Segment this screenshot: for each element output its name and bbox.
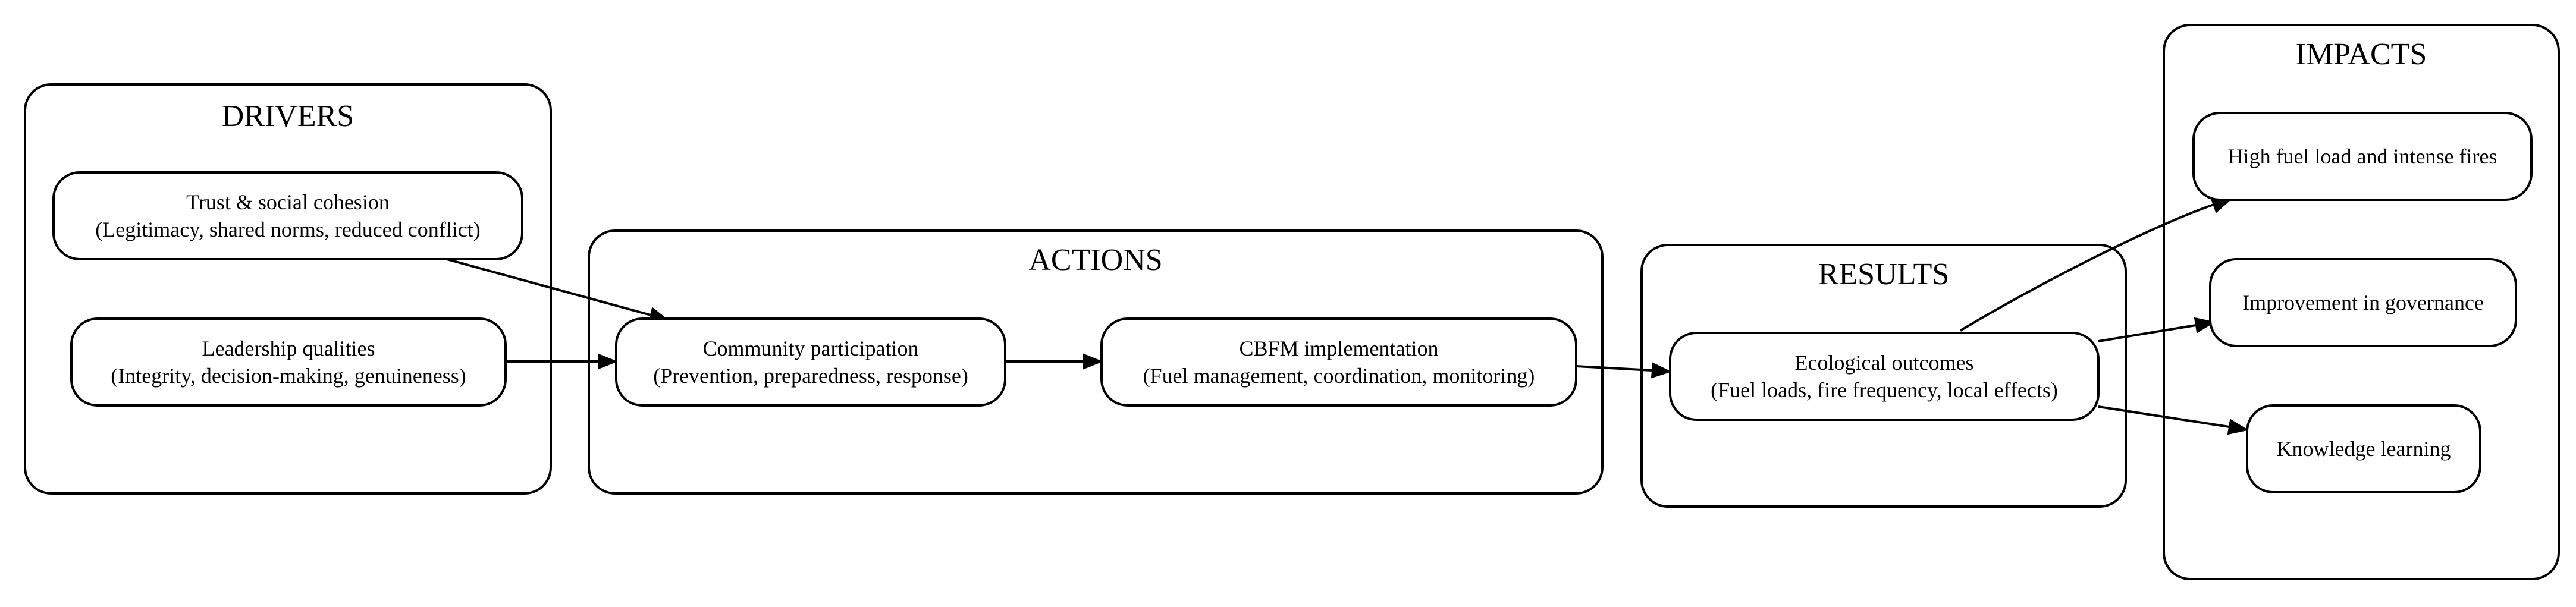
- edge-ecological-to-governance: [2098, 317, 2216, 342]
- cluster-impacts-title: IMPACTS: [2296, 37, 2427, 71]
- cluster-actions-title: ACTIONS: [1028, 243, 1162, 277]
- node-participation-subtitle: (Prevention, preparedness, response): [653, 364, 968, 388]
- node-governance-title: Improvement in governance: [2242, 291, 2484, 314]
- node-knowledge: Knowledge learning: [2246, 404, 2481, 493]
- edge-leadership-to-participation: [506, 353, 618, 370]
- node-ecological: Ecological outcomes (Fuel loads, fire fr…: [1669, 332, 2100, 421]
- node-governance: Improvement in governance: [2209, 258, 2517, 347]
- arrowhead: [1651, 362, 1672, 379]
- node-trust: Trust & social cohesion (Legitimacy, sha…: [52, 171, 523, 260]
- edge-participation-to-cbfm: [1005, 353, 1103, 370]
- node-fuel-load-box: [2192, 112, 2533, 201]
- node-fuel-load: High fuel load and intense fires: [2192, 112, 2533, 201]
- node-leadership: Leadership qualities (Integrity, decisio…: [70, 317, 507, 407]
- arrowhead: [598, 353, 618, 370]
- node-trust-box: [52, 171, 523, 260]
- edges: [442, 196, 2249, 435]
- node-cbfm-box: [1100, 317, 1577, 407]
- cluster-drivers: DRIVERS: [24, 83, 552, 495]
- cluster-drivers-title: DRIVERS: [222, 99, 354, 133]
- cluster-drivers-box: [24, 83, 552, 495]
- node-participation-title: Community participation: [703, 336, 919, 360]
- edge-cbfm-to-ecological: [1576, 362, 1672, 379]
- node-ecological-box: [1669, 332, 2100, 421]
- node-ecological-subtitle: (Fuel loads, fire frequency, local effec…: [1711, 378, 2058, 402]
- cluster-results-title: RESULTS: [1818, 257, 1950, 291]
- node-ecological-title: Ecological outcomes: [1795, 351, 1974, 375]
- node-leadership-box: [70, 317, 507, 407]
- node-governance-box: [2209, 258, 2517, 347]
- node-leadership-title: Leadership qualities: [202, 336, 375, 360]
- node-cbfm-title: CBFM implementation: [1239, 336, 1438, 360]
- edge-ecological-to-knowledge: [2098, 405, 2249, 435]
- arrowhead: [2194, 317, 2216, 334]
- node-knowledge-box: [2246, 404, 2481, 493]
- node-participation-box: [615, 317, 1006, 407]
- node-knowledge-title: Knowledge learning: [2277, 437, 2451, 461]
- node-participation: Community participation (Prevention, pre…: [615, 317, 1006, 407]
- arrowhead: [1083, 353, 1103, 370]
- node-trust-title: Trust & social cohesion: [186, 190, 390, 214]
- node-cbfm: CBFM implementation (Fuel management, co…: [1100, 317, 1577, 407]
- arrowhead: [2227, 419, 2249, 435]
- node-cbfm-subtitle: (Fuel management, coordination, monitori…: [1143, 364, 1535, 388]
- node-trust-subtitle: (Legitimacy, shared norms, reduced confl…: [95, 218, 480, 241]
- node-fuel-load-title: High fuel load and intense fires: [2228, 144, 2497, 168]
- node-leadership-subtitle: (Integrity, decision-making, genuineness…: [111, 364, 466, 388]
